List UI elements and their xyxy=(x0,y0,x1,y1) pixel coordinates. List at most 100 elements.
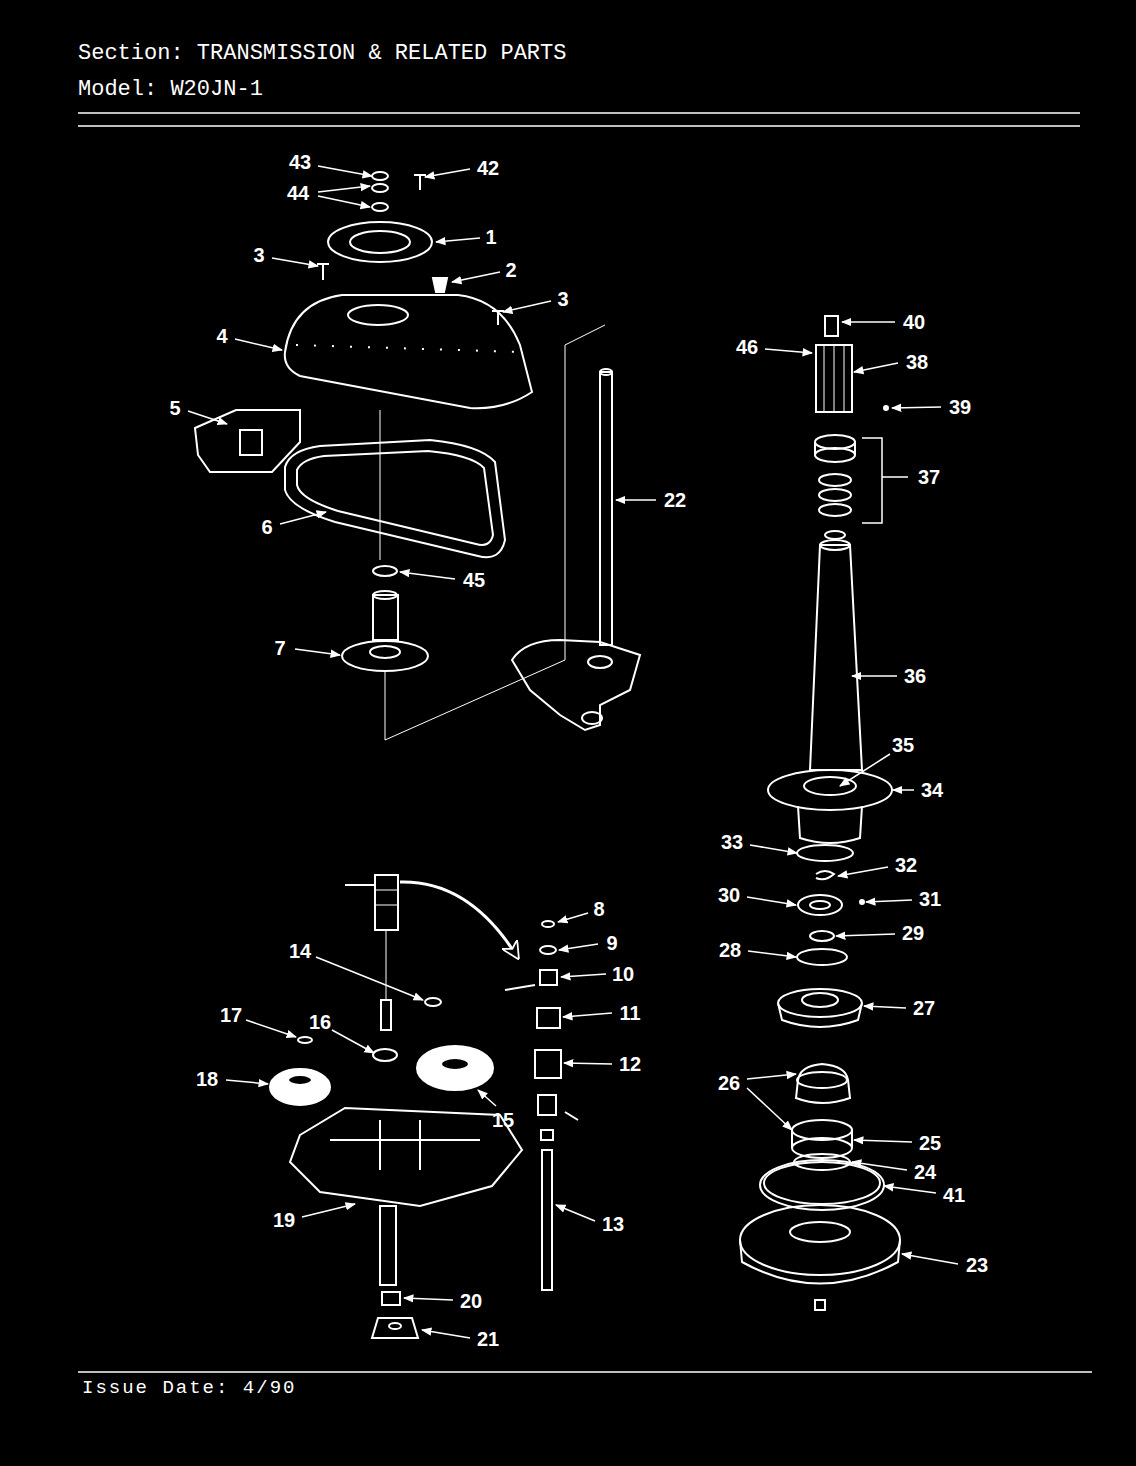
callout-number: 40 xyxy=(903,312,925,332)
gear-case-assembly xyxy=(386,930,387,1000)
callout-number: 19 xyxy=(273,1210,295,1230)
gear-case-assembly xyxy=(288,1075,312,1085)
leader-lines xyxy=(893,789,914,791)
gear-case-assembly xyxy=(372,1318,418,1338)
tube-assembly xyxy=(825,531,845,539)
callout-number: 22 xyxy=(664,490,686,510)
leader-lines xyxy=(400,572,455,579)
leader-lines xyxy=(425,169,470,177)
tube-assembly xyxy=(819,474,851,486)
cover-assembly xyxy=(565,325,605,345)
gear-case-assembly xyxy=(538,1095,556,1115)
gear-case-assembly xyxy=(381,1000,391,1030)
leader-lines xyxy=(902,1254,958,1264)
cover-assembly xyxy=(385,671,386,740)
callout-number: 32 xyxy=(895,855,917,875)
gear-case-assembly xyxy=(345,884,375,886)
leader-lines xyxy=(838,867,888,876)
leader-lines xyxy=(318,186,370,192)
cover-assembly xyxy=(433,278,447,292)
gear-case-assembly xyxy=(389,1323,401,1329)
cover-assembly xyxy=(373,595,398,640)
leader-lines xyxy=(563,1013,612,1017)
tube-assembly xyxy=(797,1072,847,1088)
callout-number: 33 xyxy=(721,832,743,852)
header-rules xyxy=(78,1371,1092,1373)
leader-lines xyxy=(892,407,941,408)
leader-lines xyxy=(272,258,318,266)
leader-lines xyxy=(302,1204,355,1217)
callout-number: 3 xyxy=(253,245,264,265)
leader-lines xyxy=(561,974,606,977)
gear-case-assembly xyxy=(535,1050,561,1078)
gear-case-assembly xyxy=(425,998,441,1006)
gear-case-assembly xyxy=(417,1046,493,1090)
callout-number: 17 xyxy=(220,1005,242,1025)
cover-assembly xyxy=(317,264,329,280)
callout-number: 34 xyxy=(921,780,943,800)
callout-number: 23 xyxy=(966,1255,988,1275)
tube-assembly xyxy=(768,770,892,810)
callout-number: 30 xyxy=(718,885,740,905)
cover-assembly xyxy=(373,566,397,576)
gear-case-assembly xyxy=(441,1058,469,1070)
leader-lines xyxy=(747,1088,792,1130)
cover-assembly xyxy=(588,656,612,668)
tube-assembly xyxy=(815,1300,825,1310)
gear-case-assembly xyxy=(540,970,557,985)
tube-assembly xyxy=(760,1160,884,1210)
tube-assembly xyxy=(810,545,862,770)
callout-number: 11 xyxy=(619,1003,640,1023)
leader-lines xyxy=(884,1186,936,1193)
tube-assembly xyxy=(796,1064,850,1103)
callout-number: 20 xyxy=(460,1291,482,1311)
leader-lines xyxy=(188,166,958,1338)
leader-lines xyxy=(559,944,598,950)
callout-number: 35 xyxy=(892,735,914,755)
cover-assembly xyxy=(372,203,388,211)
callout-number: 38 xyxy=(906,352,928,372)
leader-lines xyxy=(280,512,326,524)
gear-case-assembly xyxy=(375,875,398,930)
tube-assembly xyxy=(797,949,847,965)
cover-assembly xyxy=(385,660,565,740)
leader-lines xyxy=(316,957,423,1000)
leader-lines xyxy=(854,1140,912,1142)
leader-lines xyxy=(748,951,796,957)
callout-number: 4 xyxy=(216,326,227,346)
callout-number: 14 xyxy=(289,941,311,961)
callout-number: 36 xyxy=(904,666,926,686)
leader-lines xyxy=(864,1006,906,1008)
leader-lines xyxy=(332,1030,374,1053)
tube-assembly xyxy=(815,435,855,449)
leader-lines xyxy=(188,411,227,424)
cover-assembly xyxy=(372,172,388,180)
leader-lines xyxy=(295,649,340,655)
tube-assembly xyxy=(810,901,830,909)
callout-number: 8 xyxy=(593,899,604,919)
callout-number: 7 xyxy=(274,638,285,658)
callout-number: 45 xyxy=(463,570,485,590)
tube-assembly xyxy=(825,316,838,336)
leader-lines xyxy=(318,166,372,176)
callout-number: 6 xyxy=(261,517,272,537)
callout-number: 25 xyxy=(919,1133,941,1153)
tube-assembly xyxy=(819,489,851,501)
cover-assembly xyxy=(350,231,410,253)
callout-number: 44 xyxy=(287,183,309,203)
gear-case-assembly xyxy=(298,1037,312,1043)
callout-number: 15 xyxy=(492,1110,514,1130)
callout-number: 37 xyxy=(918,467,940,487)
callout-number: 46 xyxy=(736,337,758,357)
gear-case-assembly xyxy=(382,1292,400,1305)
cover-assembly xyxy=(600,369,612,375)
callout-number: 21 xyxy=(477,1329,499,1349)
cover-assembly xyxy=(348,305,408,325)
callout-number: 1 xyxy=(485,227,496,247)
cover-assembly xyxy=(600,372,612,645)
cover-assembly xyxy=(285,440,505,557)
leader-lines xyxy=(503,301,551,312)
tube-assembly xyxy=(884,406,888,410)
leader-lines xyxy=(235,339,282,350)
cover-assembly xyxy=(296,345,520,352)
